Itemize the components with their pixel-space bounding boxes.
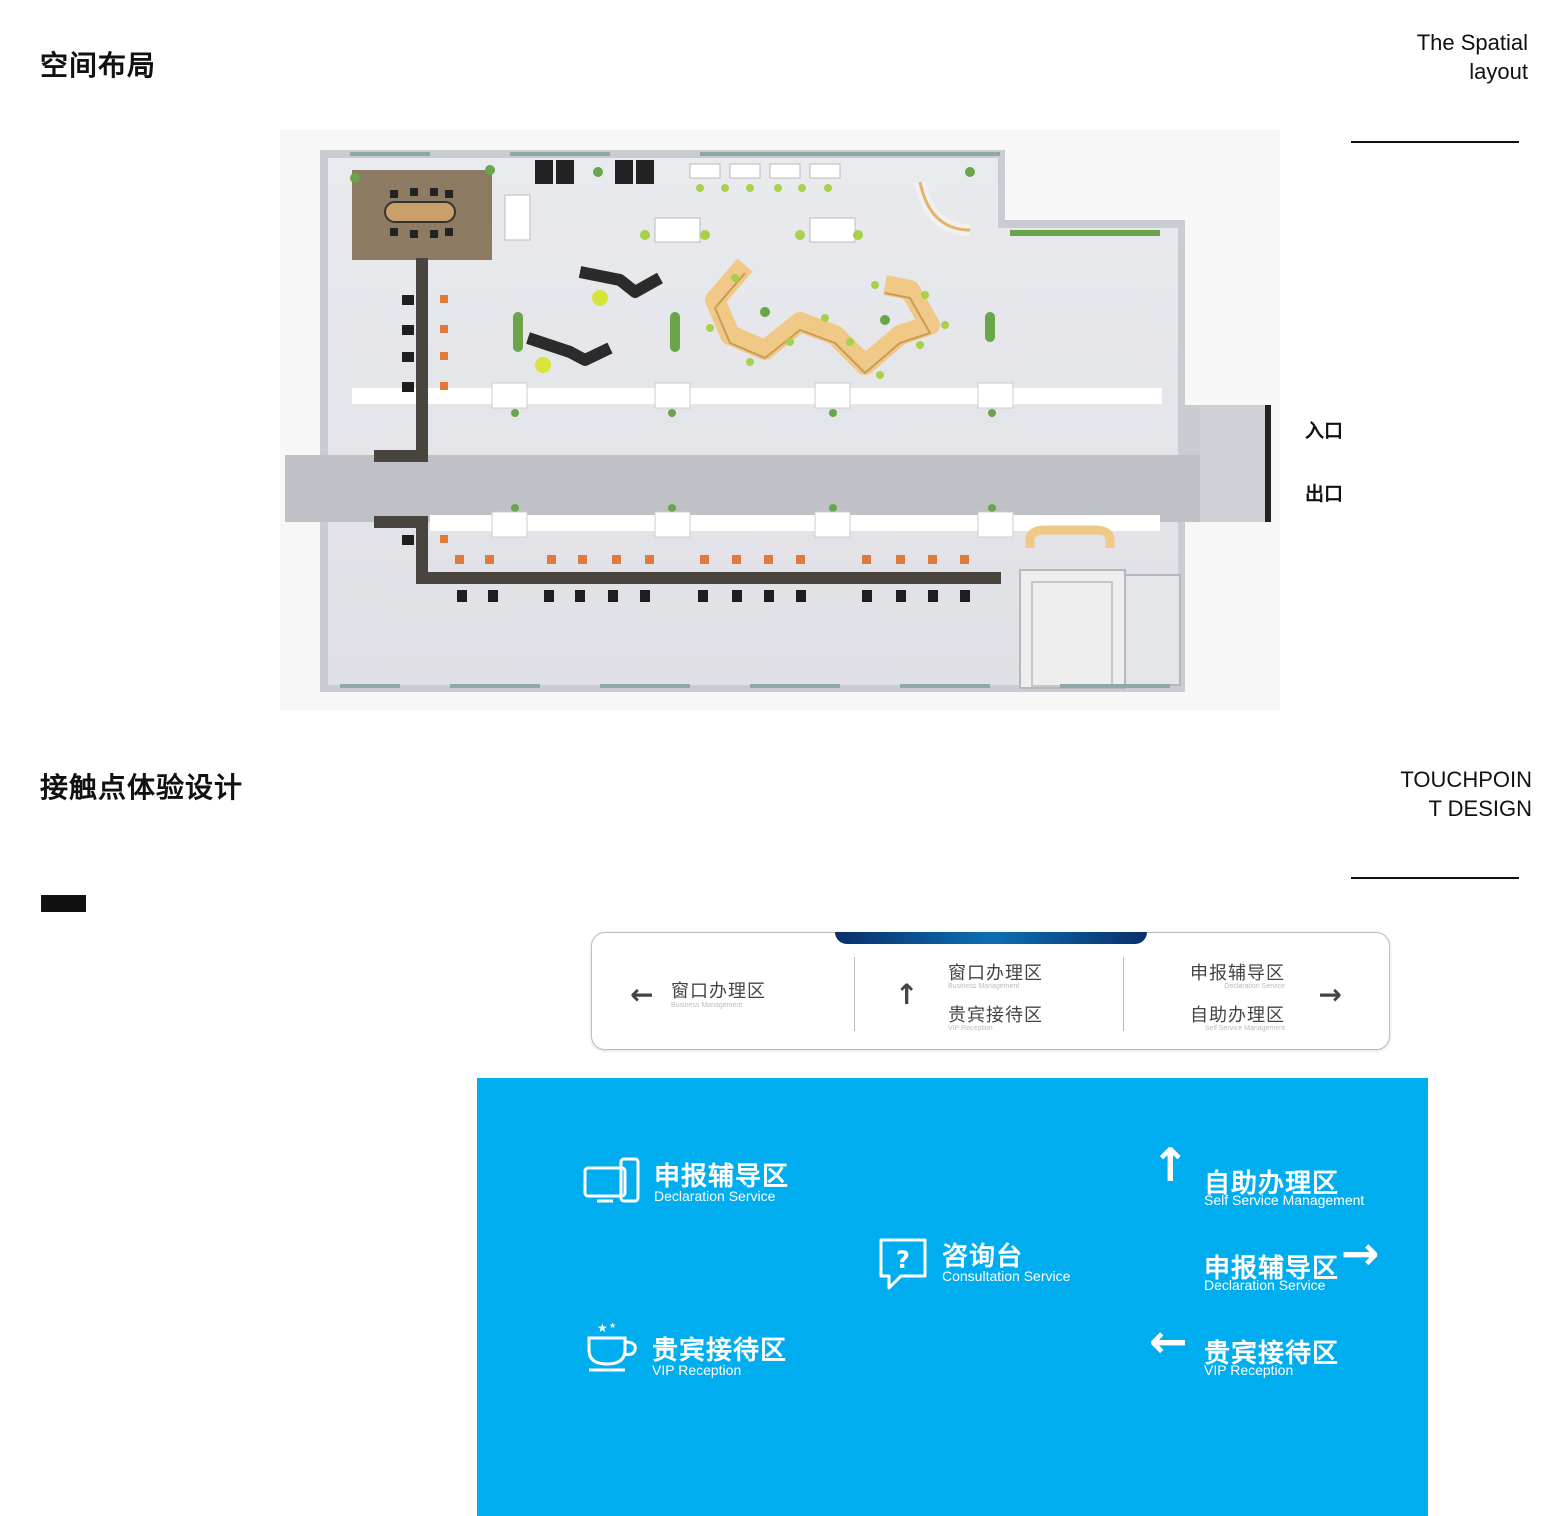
self-service-en: Self Service Management	[1204, 1192, 1365, 1208]
floor-plan	[280, 130, 1280, 710]
vip-left-en: VIP Reception	[1204, 1362, 1294, 1378]
arrow-right-icon: →	[1341, 1226, 1380, 1280]
declaration-zh: 申报辅导区	[654, 1162, 790, 1192]
section-subtitle-spatial-layout: The Spatial layout	[1417, 28, 1528, 86]
section-marker-block	[41, 895, 86, 912]
vip-sofa	[1025, 525, 1115, 548]
partition-north	[352, 388, 1162, 404]
declaration-right-zh: 申报辅导区	[1204, 1254, 1340, 1284]
sign-middle-item1-en: Business Management	[948, 983, 1020, 990]
floor-area	[328, 158, 1178, 685]
entrance-label: 入口	[1305, 420, 1344, 442]
declaration-right-en: Declaration Service	[1204, 1277, 1326, 1293]
consultation-en: Consultation Service	[942, 1268, 1071, 1284]
sign-right-item1-en: Declaration Service	[1224, 983, 1285, 990]
serpentine-table	[705, 258, 940, 375]
sign-right-item1-zh: 申报辅导区	[1190, 963, 1285, 984]
arrow-left-icon: ←	[630, 978, 654, 1011]
arrow-up-icon: ↑	[1151, 1138, 1190, 1192]
svg-text:★: ★	[609, 1321, 616, 1330]
svg-text:?: ?	[896, 1246, 910, 1274]
arrow-up-icon: ↑	[895, 978, 919, 1011]
lounge-sofa	[578, 266, 663, 298]
sign-left-zh: 窗口办理区	[671, 981, 766, 1002]
counter-south	[416, 572, 1001, 584]
wayfinding-panel: 申报辅导区 Declaration Service ? 咨询台 Consulta…	[477, 1078, 1428, 1516]
subtitle-line-2: T DESIGN	[1428, 796, 1532, 821]
sign-top-accent	[835, 932, 1147, 944]
question-chat-icon: ?	[879, 1238, 927, 1290]
arrow-right-icon: →	[1318, 978, 1342, 1011]
self-service-zh: 自助办理区	[1204, 1169, 1340, 1199]
section-divider-rule	[1351, 141, 1519, 143]
sign-divider	[854, 957, 855, 1031]
sign-middle-item2-en: VIP Reception	[948, 1025, 993, 1032]
sign-middle-item1-zh: 窗口办理区	[948, 963, 1043, 984]
meeting-table	[384, 201, 456, 223]
vip-left-zh: 贵宾接待区	[1204, 1339, 1340, 1369]
declaration-en: Declaration Service	[654, 1188, 776, 1204]
sign-right-item2-zh: 自助办理区	[1190, 1005, 1285, 1026]
section-title-touchpoint-design: 接触点体验设计	[40, 771, 244, 804]
subtitle-line-2: layout	[1469, 59, 1528, 84]
vip-en: VIP Reception	[652, 1362, 742, 1378]
subtitle-line-1: TOUCHPOIN	[1400, 767, 1532, 792]
section-subtitle-touchpoint-design: TOUCHPOIN T DESIGN	[1400, 765, 1532, 823]
subtitle-line-1: The Spatial	[1416, 30, 1528, 55]
exit-label: 出口	[1305, 483, 1344, 505]
section-divider-rule	[1351, 877, 1519, 879]
storage-room	[1019, 569, 1126, 689]
consultation-zh: 咨询台	[942, 1242, 1024, 1272]
arrow-left-icon: ←	[1149, 1314, 1188, 1368]
directional-sign: ← 窗口办理区 Business Management ↑ 窗口办理区 Busi…	[591, 932, 1390, 1050]
section-title-spatial-layout: 空间布局	[40, 49, 157, 82]
svg-text:★: ★	[597, 1321, 608, 1335]
counter-west	[416, 258, 428, 458]
coffee-cup-icon: ★ ★	[587, 1321, 637, 1372]
sign-right-item2-en: Self Service Management	[1204, 1025, 1285, 1032]
sign-middle-item2-zh: 贵宾接待区	[948, 1005, 1043, 1026]
vip-zh: 贵宾接待区	[652, 1336, 788, 1366]
sign-left-en: Business Management	[671, 1002, 743, 1009]
computer-monitor-icon	[583, 1157, 640, 1203]
reception-kiosk	[504, 194, 531, 241]
sign-divider	[1123, 957, 1124, 1031]
corridor	[285, 455, 1270, 522]
